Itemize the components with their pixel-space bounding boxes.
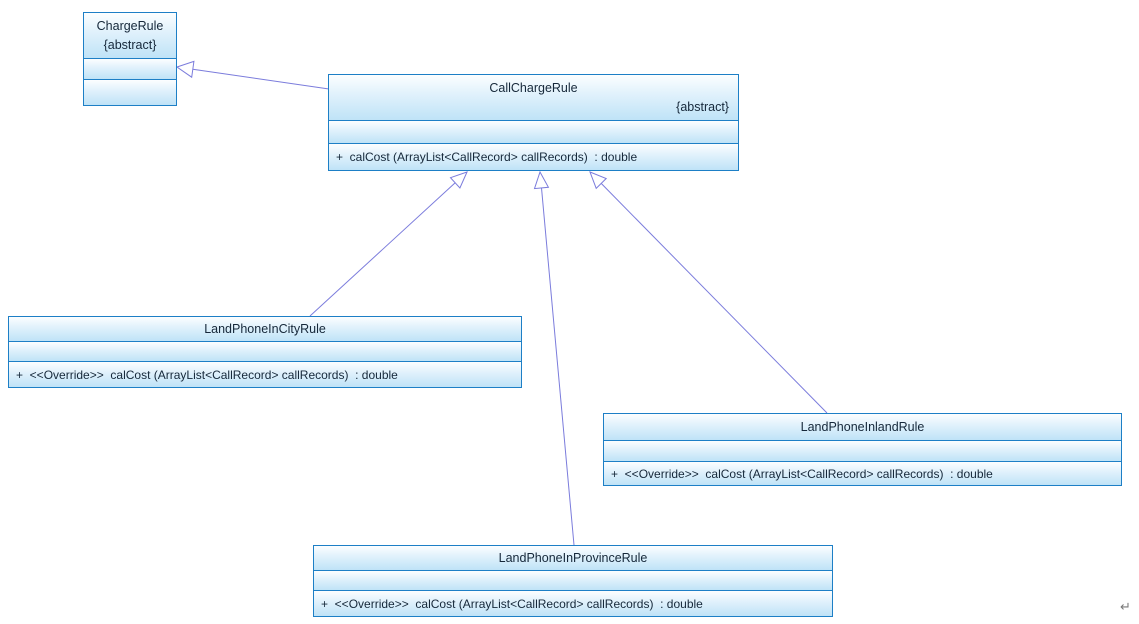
generalization-LandPhoneInProvinceRule-to-CallChargeRule[interactable]	[533, 170, 575, 546]
attributes-compartment	[9, 341, 521, 361]
class-header: ChargeRule {abstract}	[84, 13, 176, 58]
class-header: LandPhoneInProvinceRule	[314, 546, 832, 570]
class-LandPhoneInlandRule[interactable]: LandPhoneInlandRule + <<Override>> calCo…	[603, 413, 1122, 486]
return-mark: ↵	[1120, 599, 1131, 614]
method-calCost: + <<Override>> calCost (ArrayList<CallRe…	[16, 367, 398, 382]
class-header: CallChargeRule {abstract}	[329, 75, 738, 120]
class-header: LandPhoneInCityRule	[9, 317, 521, 341]
class-name: LandPhoneInCityRule	[204, 321, 326, 336]
class-header: LandPhoneInlandRule	[604, 414, 1121, 440]
methods-compartment: + <<Override>> calCost (ArrayList<CallRe…	[604, 461, 1121, 485]
methods-compartment	[84, 79, 176, 105]
class-name: LandPhoneInlandRule	[800, 419, 925, 434]
method-calCost: + <<Override>> calCost (ArrayList<CallRe…	[321, 596, 703, 611]
class-LandPhoneInProvinceRule[interactable]: LandPhoneInProvinceRule + <<Override>> c…	[313, 545, 833, 617]
attributes-compartment	[314, 570, 832, 590]
class-CallChargeRule[interactable]: CallChargeRule {abstract} + calCost (Arr…	[328, 74, 739, 171]
methods-compartment: + <<Override>> calCost (ArrayList<CallRe…	[314, 590, 832, 616]
attributes-compartment	[604, 440, 1121, 461]
class-stereotype: {abstract}	[103, 37, 157, 52]
class-LandPhoneInCityRule[interactable]: LandPhoneInCityRule + <<Override>> calCo…	[8, 316, 522, 388]
class-ChargeRule[interactable]: ChargeRule {abstract}	[83, 12, 177, 106]
class-name: ChargeRule	[96, 18, 164, 33]
generalization-LandPhoneInCityRule-to-CallChargeRule[interactable]	[309, 171, 468, 317]
attributes-compartment	[84, 58, 176, 79]
class-name: LandPhoneInProvinceRule	[498, 550, 648, 565]
methods-compartment: + calCost (ArrayList<CallRecord> callRec…	[329, 143, 738, 170]
class-name: CallChargeRule	[489, 80, 578, 95]
generalization-CallChargeRule-to-ChargeRule[interactable]	[175, 60, 330, 90]
generalization-LandPhoneInlandRule-to-CallChargeRule[interactable]	[589, 171, 828, 414]
method-calCost: + <<Override>> calCost (ArrayList<CallRe…	[611, 466, 993, 481]
methods-compartment: + <<Override>> calCost (ArrayList<CallRe…	[9, 361, 521, 387]
class-stereotype: {abstract}	[676, 99, 729, 114]
method-calCost: + calCost (ArrayList<CallRecord> callRec…	[336, 150, 638, 164]
attributes-compartment	[329, 120, 738, 143]
